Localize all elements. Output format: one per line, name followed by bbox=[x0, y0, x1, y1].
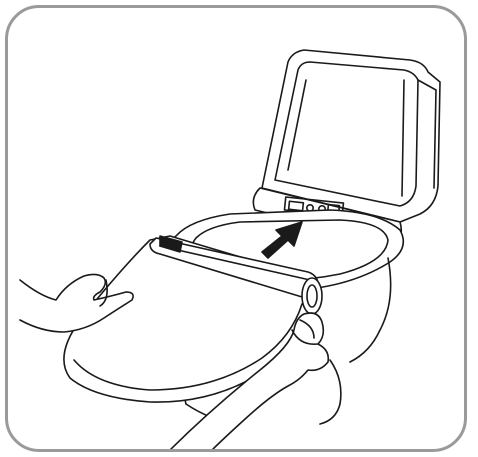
illustration-frame bbox=[5, 5, 467, 452]
toilet-seat-installation-illustration bbox=[5, 5, 467, 452]
